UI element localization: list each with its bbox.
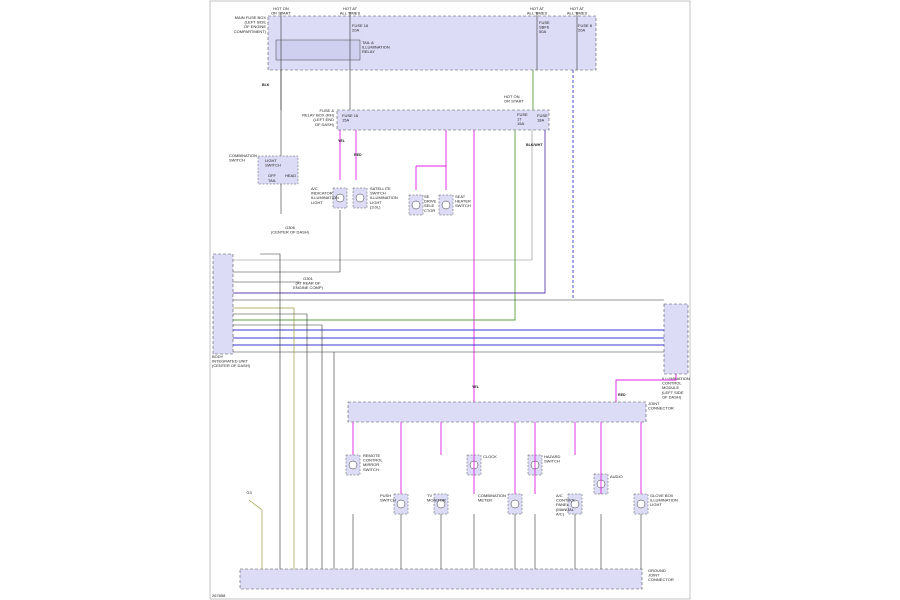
- fuse-relay-box: [336, 109, 550, 131]
- satellite-switch-light-bulb-icon: [355, 193, 365, 203]
- ac-control-panel-bulb-icon: [570, 499, 580, 509]
- light-switch-head-label: HEAD: [285, 173, 296, 178]
- drive-selector-bulb-icon: [411, 200, 421, 210]
- wire-ground-2: [233, 313, 308, 569]
- seat-heater-switch-bulb-icon: [441, 200, 451, 210]
- illumination-control-module: [663, 303, 689, 375]
- wire-ilcm-joint: [615, 374, 677, 402]
- wire-green-biu: [233, 130, 516, 321]
- ground-joint-connector: [239, 568, 643, 590]
- light-switch-tail-label: TAIL: [268, 178, 277, 183]
- combination-meter-bulb-icon: [510, 499, 520, 509]
- wire-ground-3: [233, 324, 323, 569]
- wire-label-5: YEL: [472, 385, 480, 389]
- tv-monitor-bulb-icon: [436, 499, 446, 509]
- body-integrated-unit: [212, 253, 234, 355]
- figure-id: 267858: [212, 593, 226, 598]
- wire-seat-feed: [416, 130, 447, 167]
- wire-ground-5: [260, 253, 281, 569]
- remote-mirror-switch-bulb-icon: [348, 460, 358, 470]
- wire-label-2: YEL: [338, 139, 346, 143]
- ac-indicator-light-bulb-icon: [335, 193, 345, 203]
- wire-purple-biu: [233, 130, 546, 294]
- push-switch-bulb-icon: [396, 499, 406, 509]
- combination-switch: [257, 155, 299, 185]
- wire-label-4: BLK/WHT: [526, 143, 543, 147]
- wire-gray-biu: [233, 130, 533, 261]
- wire-label-1: BLK: [262, 83, 270, 87]
- joint-connector: [347, 401, 647, 423]
- clock-label: CLOCK: [483, 454, 497, 459]
- glove-box-light-bulb-icon: [636, 499, 646, 509]
- wire-ground-1: [233, 307, 295, 569]
- wire-g3: [248, 499, 263, 569]
- svg-text:G3: G3: [246, 490, 252, 495]
- svg-text:G306(CENTER OF DASH): G306(CENTER OF DASH): [271, 225, 310, 235]
- wire-biu-ac: [233, 210, 341, 273]
- wire-label-3: RED: [354, 153, 362, 157]
- ground-g3-label: G3: [246, 490, 252, 495]
- wires: BLK YEL RED BLK/WHT YEL RED: [233, 12, 677, 569]
- page-border: [209, 0, 691, 600]
- tail-relay-box: [275, 39, 361, 61]
- light-switch-off-label: OFF: [268, 173, 277, 178]
- audio-label: AUDIO: [610, 474, 623, 479]
- wire-label-6: RED: [618, 393, 626, 397]
- ground-g306-label: G306(CENTER OF DASH): [271, 225, 310, 235]
